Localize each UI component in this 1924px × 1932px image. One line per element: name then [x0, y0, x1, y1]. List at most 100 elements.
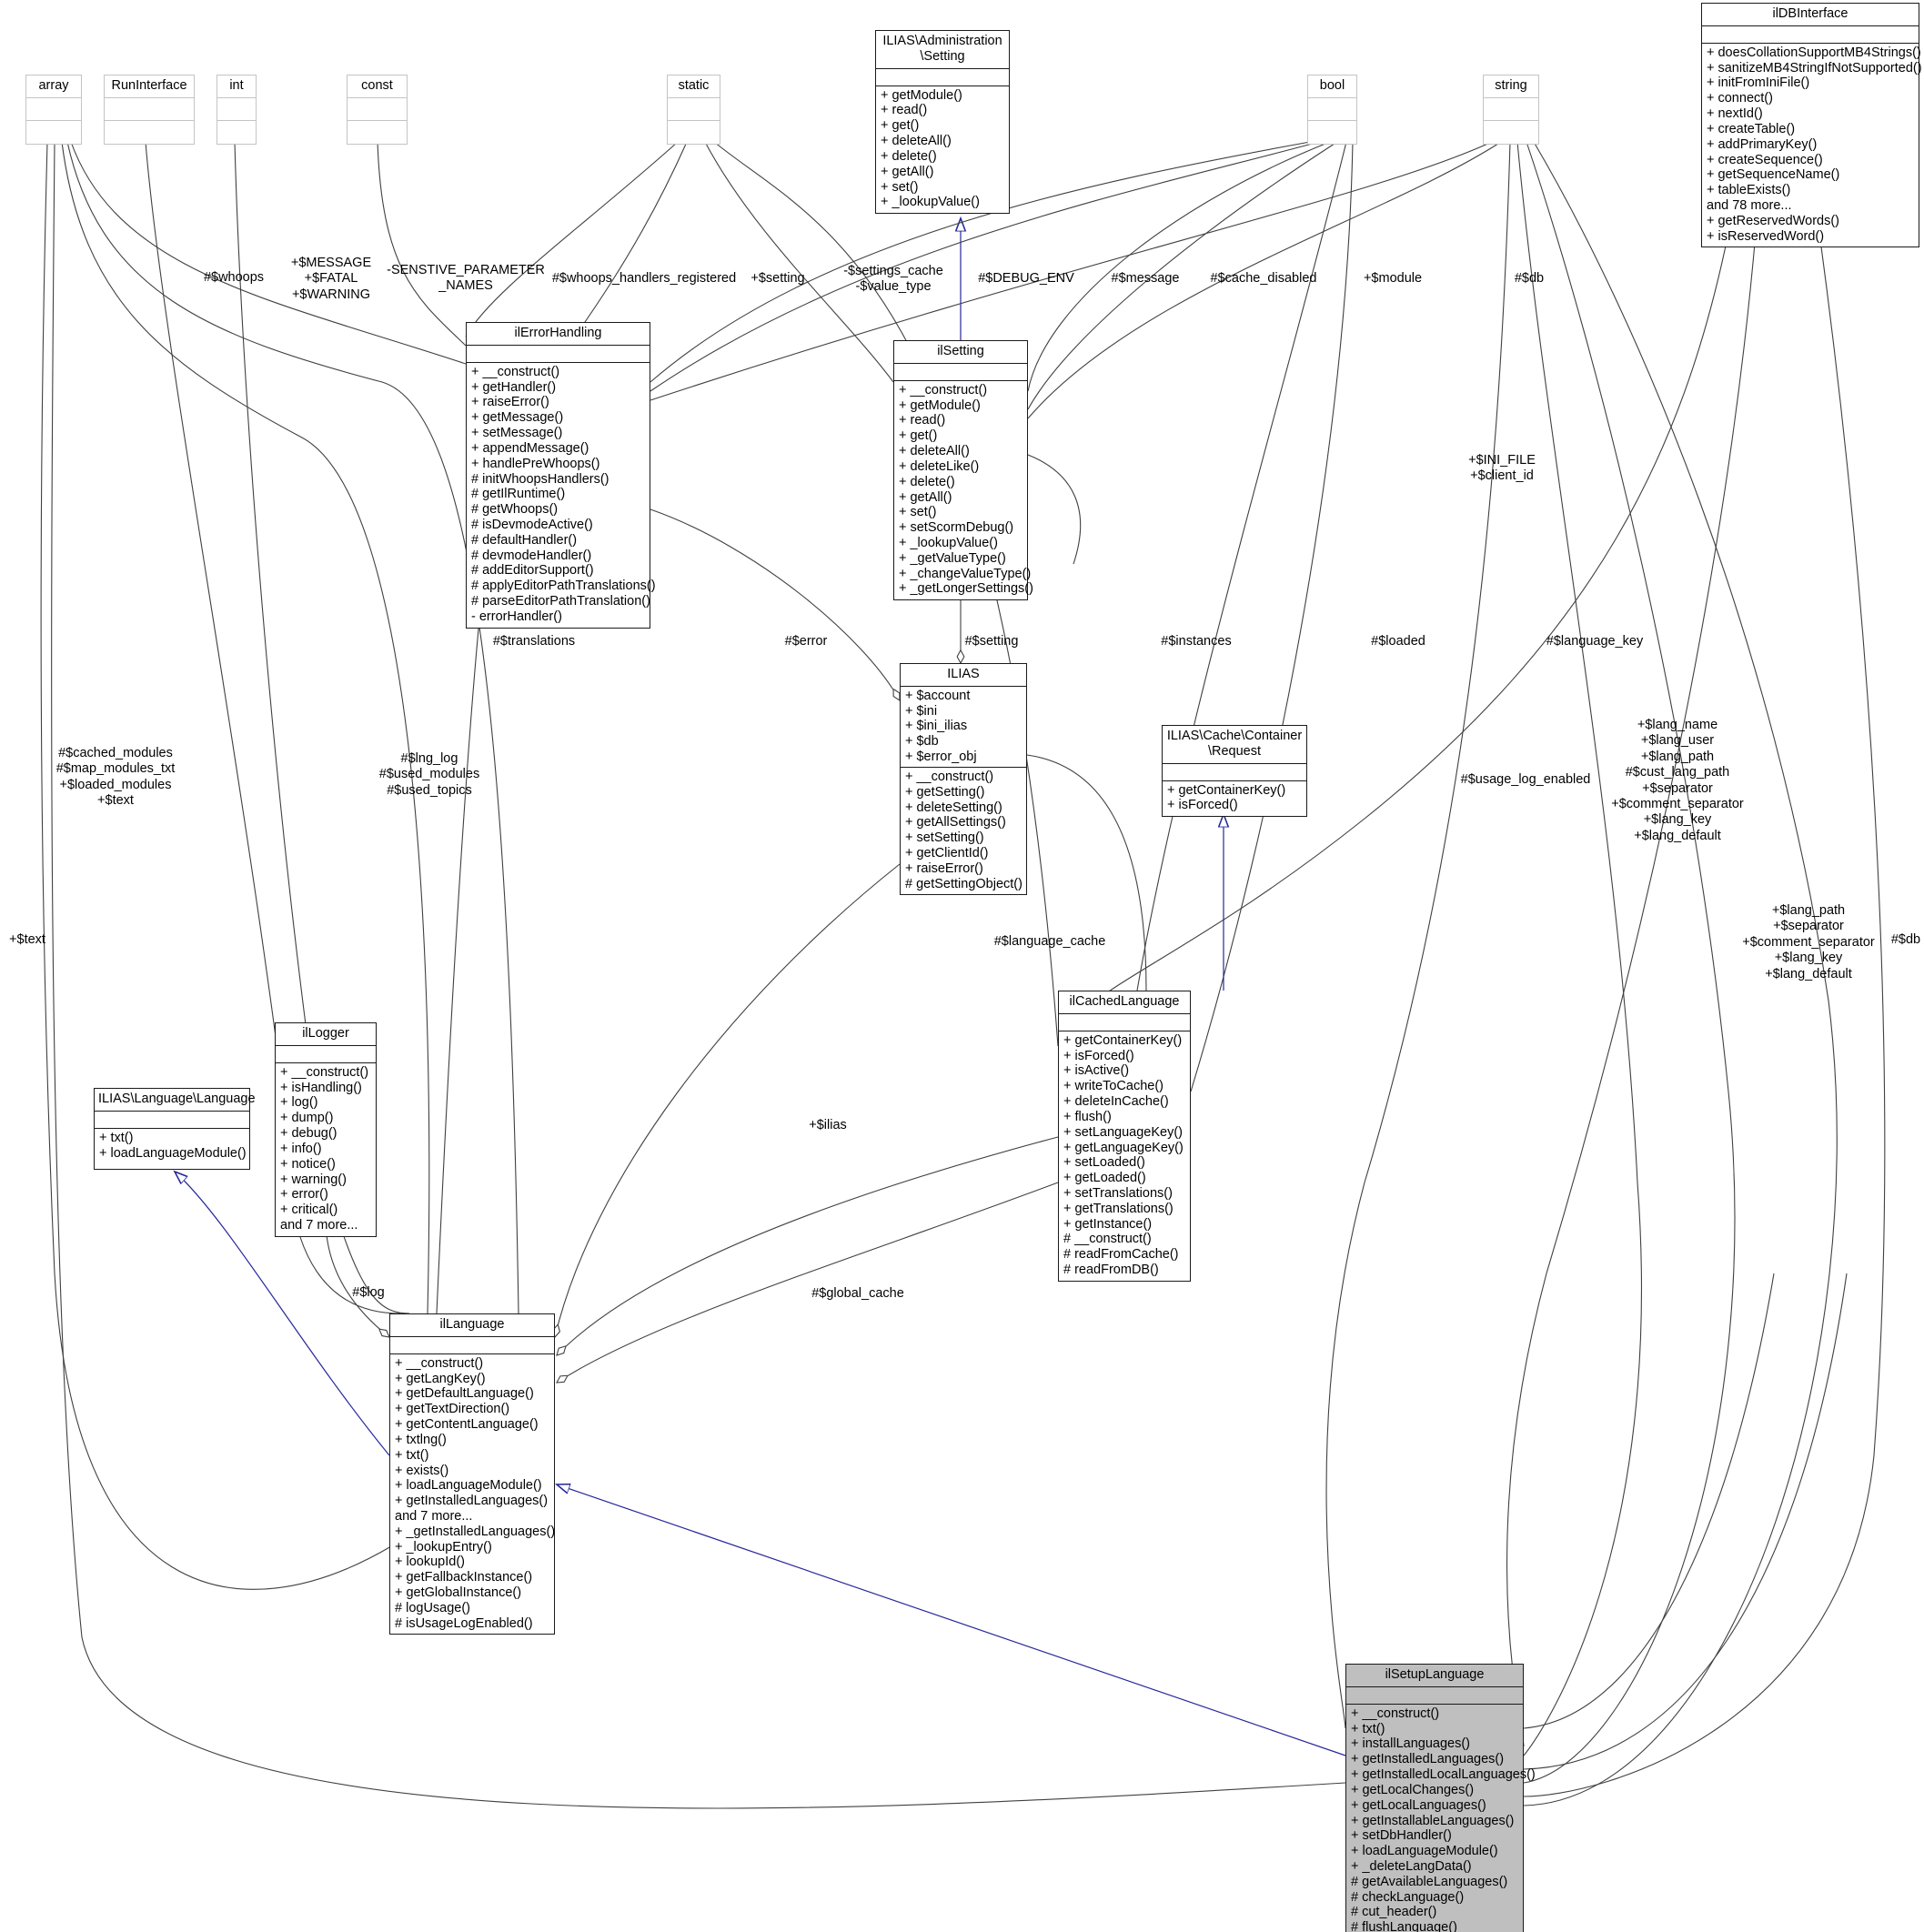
class-operation: + getAll() — [881, 164, 934, 179]
class-operation: + getFallbackInstance() — [395, 1570, 533, 1585]
class-operation: + getClientId() — [905, 845, 989, 860]
class-node-ilsetting[interactable]: ilSetting+ __construct()+ getModule()+ r… — [893, 340, 1033, 601]
class-operation: # flushLanguage() — [1351, 1920, 1457, 1932]
edge-label-lang-name-group: +$lang_name +$lang_user +$lang_path #$cu… — [1611, 718, 1744, 843]
class-operation: # addEditorSupport() — [471, 563, 594, 579]
class-operation: + raiseError() — [471, 395, 549, 410]
class-operations: + getContainerKey()+ isForced() — [1163, 781, 1306, 817]
class-operation: + getAll() — [899, 489, 952, 505]
class-operation: + _lookupValue() — [899, 535, 998, 550]
class-attributes — [105, 98, 194, 121]
class-operation: + getLangKey() — [395, 1371, 486, 1386]
class-operation: + getGlobalInstance() — [395, 1585, 522, 1600]
class-node-const[interactable]: const — [347, 75, 408, 145]
class-node-ilsetuplanguage[interactable]: ilSetupLanguage+ __construct()+ txt()+ i… — [1345, 1664, 1536, 1932]
class-node-ilcachedlanguage[interactable]: ilCachedLanguage+ getContainerKey()+ isF… — [1058, 991, 1191, 1282]
class-node-runinterface[interactable]: RunInterface — [104, 75, 195, 145]
class-title: const — [348, 75, 407, 98]
class-operation: + handlePreWhoops() — [471, 456, 600, 471]
edge-label-error: #$error — [784, 634, 828, 649]
class-operations — [217, 121, 256, 144]
class-operation: # readFromDB() — [1063, 1263, 1159, 1277]
class-node-ilerrorhandling[interactable]: ilErrorHandling+ __construct()+ getHandl… — [466, 322, 656, 629]
class-operation: + deleteAll() — [899, 444, 970, 459]
class-node-ilias-language-language[interactable]: ILIAS\Language\Language+ txt()+ loadLang… — [94, 1088, 256, 1170]
class-operation: + getLocalChanges() — [1351, 1782, 1475, 1797]
class-operation: + getModule() — [899, 397, 981, 413]
class-operation: + __construct() — [899, 382, 988, 397]
class-operation: and 7 more... — [280, 1217, 358, 1233]
class-operation: + notice() — [280, 1156, 336, 1172]
class-node-string[interactable]: string — [1483, 75, 1539, 145]
class-title: ilSetupLanguage — [1346, 1665, 1523, 1687]
class-operation: + debug() — [280, 1126, 337, 1142]
class-attributes — [1163, 764, 1306, 781]
class-operation: # applyEditorPathTranslations() — [471, 579, 656, 594]
class-operation: # isDevmodeActive() — [471, 517, 593, 532]
class-node-bool[interactable]: bool — [1307, 75, 1357, 145]
class-operation: # __construct() — [1063, 1232, 1152, 1247]
class-operations: + __construct()+ getHandler()+ raiseErro… — [467, 363, 656, 628]
class-operation: # getSettingObject() — [905, 876, 1022, 891]
class-operation: + getInstallableLanguages() — [1351, 1813, 1515, 1828]
class-title: ilLanguage — [390, 1314, 554, 1337]
class-operation: # defaultHandler() — [471, 532, 578, 548]
class-node-ilias-administration-setting[interactable]: ILIAS\Administration \Setting+ getModule… — [875, 30, 1010, 215]
class-operation: + loadLanguageModule() — [395, 1478, 542, 1494]
class-operation: + getDefaultLanguage() — [395, 1386, 534, 1402]
edge-label-setting-ilias: #$setting — [964, 634, 1019, 649]
class-operation: + _lookupEntry() — [395, 1539, 492, 1555]
class-operation: + getHandler() — [471, 379, 557, 395]
class-operations — [668, 121, 720, 144]
class-operation: + lookupId() — [395, 1555, 465, 1570]
edge-label-settings-cache-value-type: -$settings_cache -$value_type — [843, 264, 943, 295]
class-operation: + __construct() — [1351, 1706, 1440, 1721]
class-operation: + getMessage() — [471, 410, 564, 426]
class-attributes — [876, 69, 1009, 86]
class-operation: + setLanguageKey() — [1063, 1124, 1183, 1140]
class-operations — [348, 121, 407, 144]
class-operation: + exists() — [395, 1463, 449, 1478]
class-operation: + nextId() — [1707, 106, 1763, 122]
edge-label-message-fatal-warning: +$MESSAGE +$FATAL +$WARNING — [290, 256, 372, 302]
class-operation: + setLoaded() — [1063, 1155, 1145, 1171]
class-operation: + _getLongerSettings() — [899, 581, 1033, 597]
class-operation: + set() — [881, 179, 919, 195]
edge-label-loaded: #$loaded — [1371, 634, 1425, 649]
edge-label-debug-env: #$DEBUG_ENV — [978, 271, 1074, 286]
class-operation: # getAvailableLanguages() — [1351, 1874, 1508, 1889]
class-operation: + getTranslations() — [1063, 1201, 1174, 1216]
class-operation: + __construct() — [280, 1064, 369, 1080]
class-node-int[interactable]: int — [217, 75, 257, 145]
class-attributes — [894, 364, 1027, 381]
edge-label-language-cache: #$language_cache — [993, 934, 1106, 949]
class-operation: + loadLanguageModule() — [99, 1145, 247, 1161]
class-operation: + _getValueType() — [899, 550, 1006, 566]
edge-label-db-right: #$db — [1890, 932, 1921, 947]
class-attributes: + $account+ $ini+ $ini_ilias+ $db+ $erro… — [901, 687, 1026, 768]
class-operation: + createTable() — [1707, 121, 1796, 136]
class-operation: + txt() — [1351, 1721, 1385, 1736]
edge-label-usage-log-enabled: #$usage_log_enabled — [1460, 772, 1591, 787]
class-operations: + getModule()+ read()+ get()+ deleteAll(… — [876, 86, 1009, 214]
class-node-illogger[interactable]: ilLogger+ __construct()+ isHandling()+ l… — [275, 1022, 377, 1237]
class-operation: + appendMessage() — [471, 440, 589, 456]
class-attributes — [390, 1337, 554, 1354]
class-attribute: + $db — [905, 734, 939, 750]
class-node-ildbinterface[interactable]: ilDBInterface+ doesCollationSupportMB4St… — [1701, 3, 1922, 248]
class-operation: + txt() — [395, 1447, 429, 1463]
class-operation: + critical() — [280, 1202, 338, 1218]
class-operation: + error() — [280, 1187, 328, 1202]
class-operation: + info() — [280, 1141, 322, 1156]
class-node-illanguage[interactable]: ilLanguage+ __construct()+ getLangKey()+… — [389, 1313, 555, 1635]
class-node-array[interactable]: array — [25, 75, 82, 145]
class-operation: + getLanguageKey() — [1063, 1140, 1184, 1155]
class-operation: + getModule() — [881, 87, 962, 103]
class-operation: + _getInstalledLanguages() — [395, 1524, 556, 1539]
class-node-static[interactable]: static — [667, 75, 720, 145]
class-node-ilias[interactable]: ILIAS+ $account+ $ini+ $ini_ilias+ $db+ … — [900, 663, 1027, 896]
edge-label-ini-file-client-id: +$INI_FILE +$client_id — [1468, 453, 1536, 484]
class-operation: + dump() — [280, 1111, 334, 1126]
class-node-ilias-cache-container-request[interactable]: ILIAS\Cache\Container \Request+ getConta… — [1162, 725, 1307, 818]
